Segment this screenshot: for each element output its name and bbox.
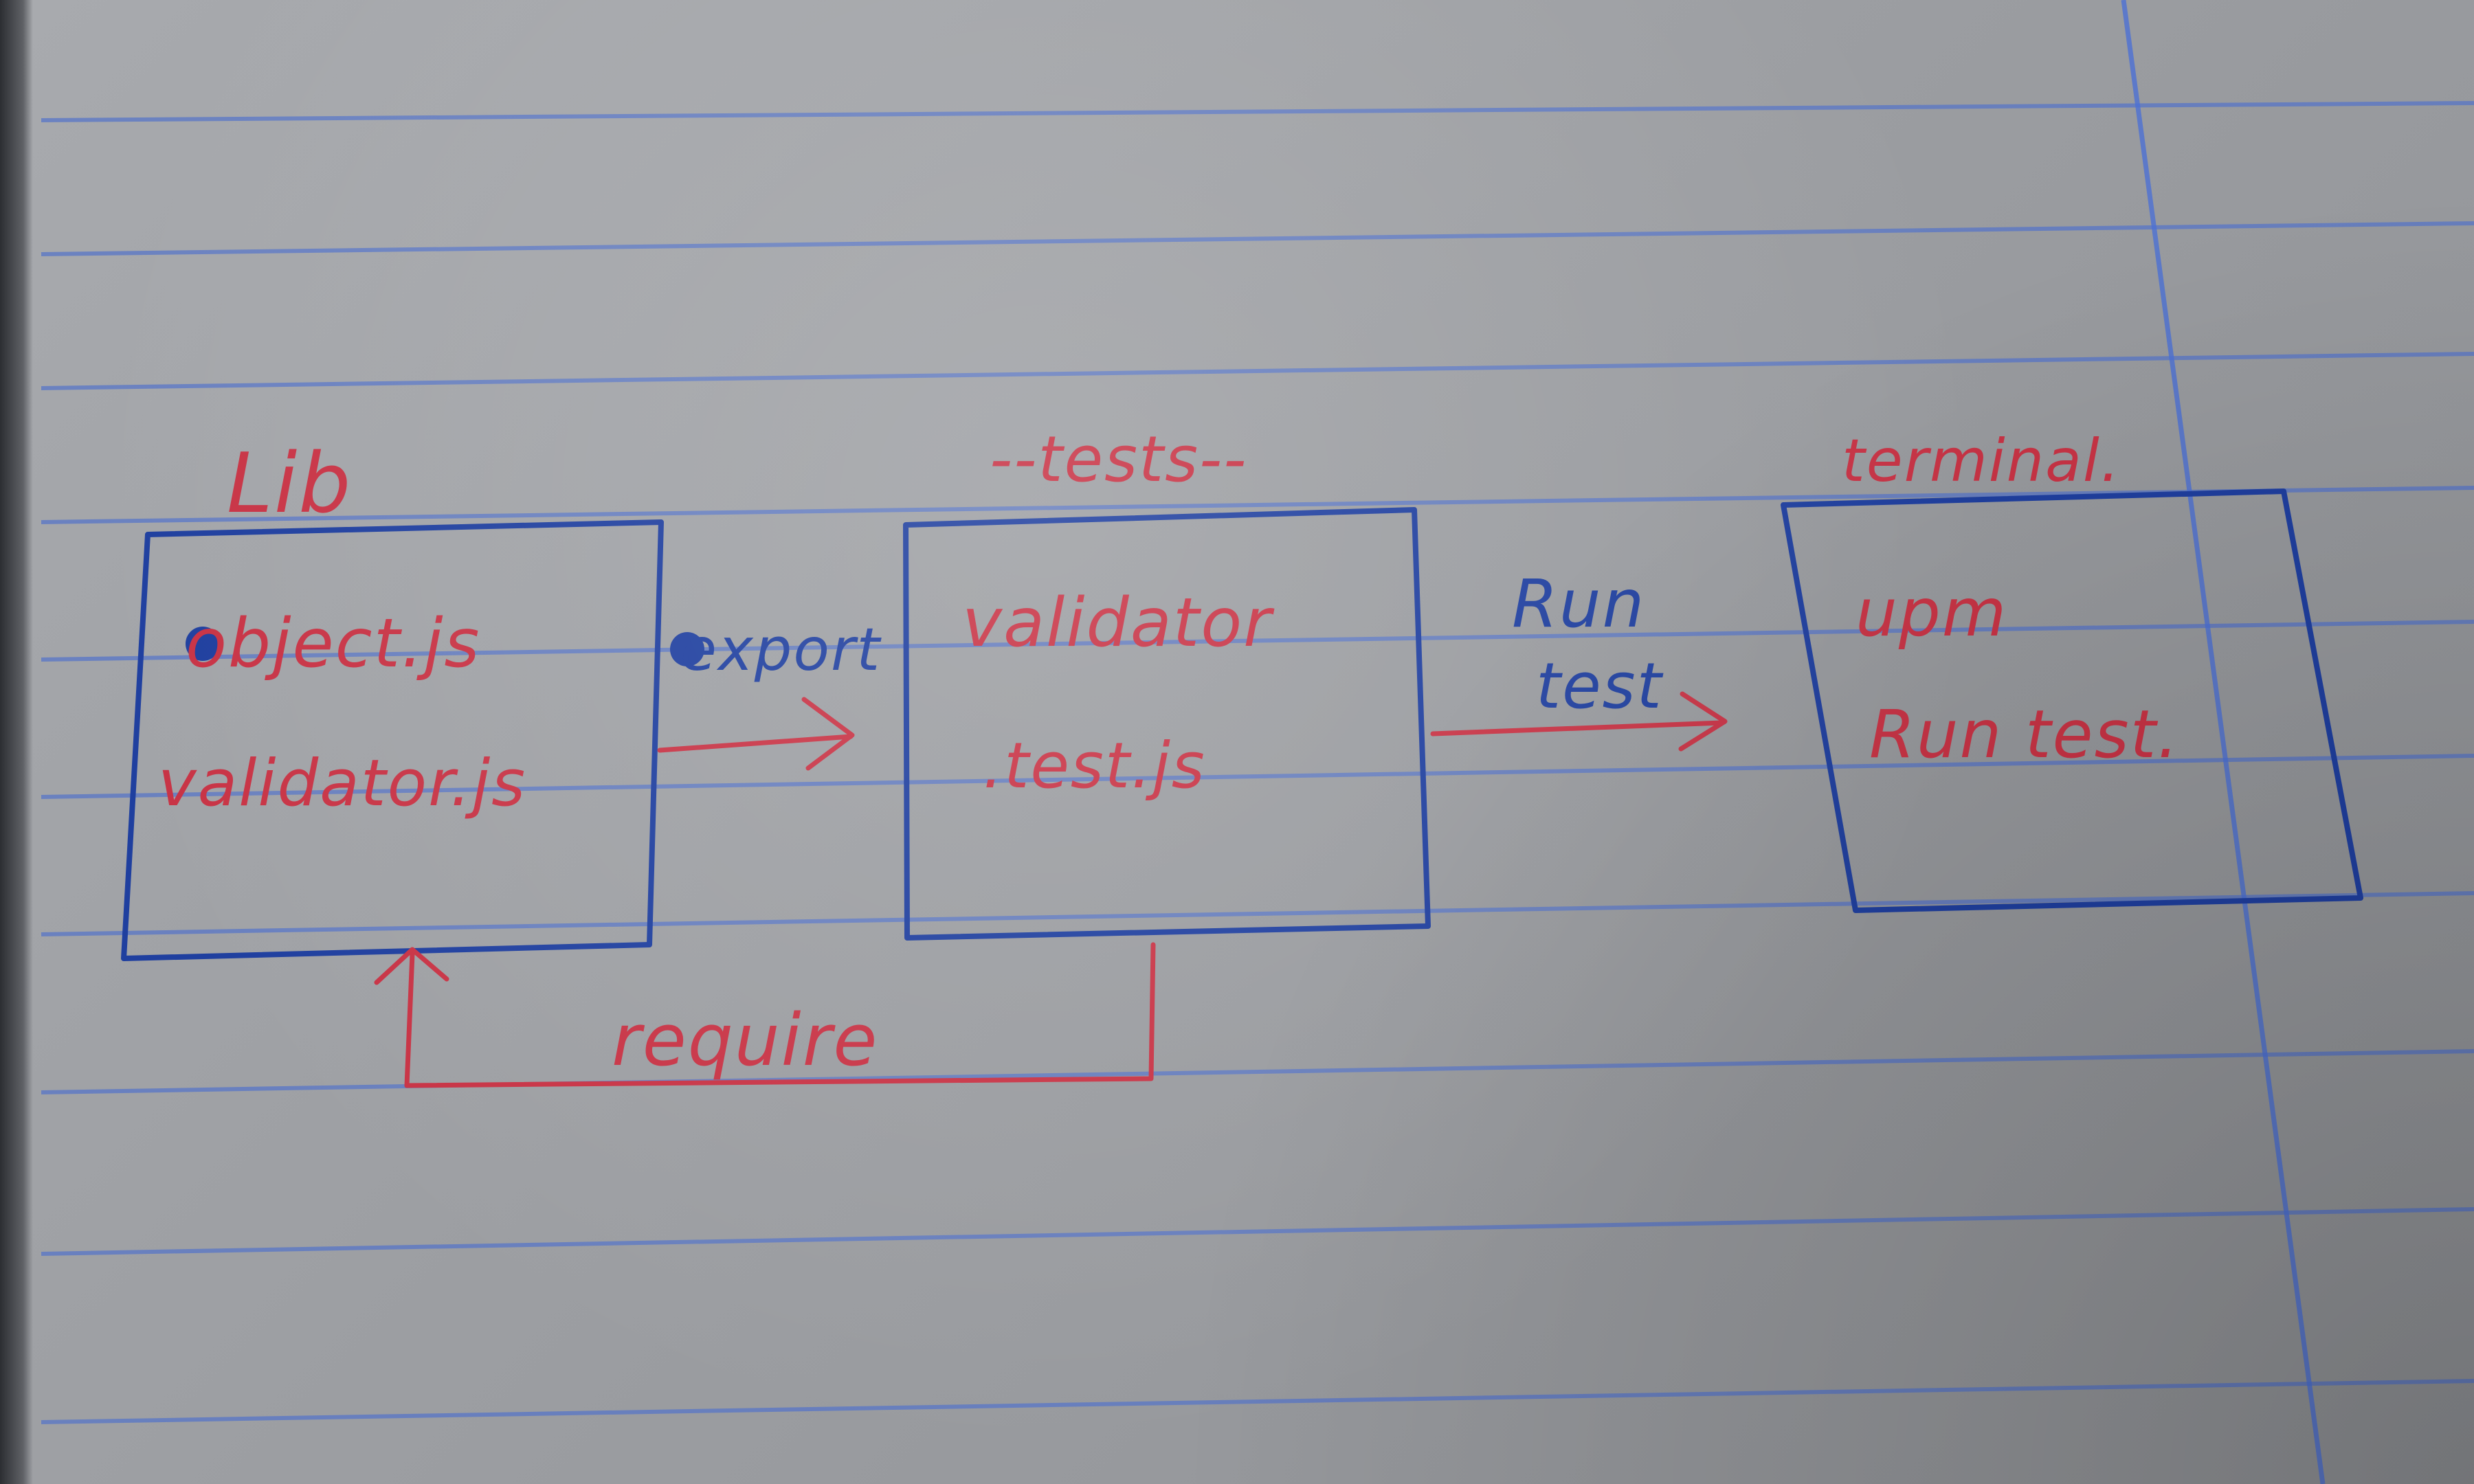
lib-section: Lib object.js validator.js <box>121 436 664 961</box>
terminal-section: terminal. upm Run test. <box>1781 427 2363 913</box>
run-test-arrow-shaft <box>1430 720 1724 737</box>
paper-left-edge <box>0 0 33 1484</box>
terminal-box <box>1781 488 2363 913</box>
lib-object-file: object.js <box>186 605 480 683</box>
require-connector <box>404 942 1156 1088</box>
test-label: test <box>1536 649 1664 723</box>
export-arrow-head <box>801 697 855 771</box>
tests-section: --tests-- validator .test.js <box>903 423 1431 941</box>
terminal-run-test-label: Run test. <box>1869 696 2180 773</box>
require-left-arrow-shaft <box>404 951 415 1088</box>
export-flow: export <box>657 616 882 771</box>
export-label: export <box>680 616 882 684</box>
run-test-flow: Run test <box>1430 565 1728 752</box>
lib-title: Lib <box>227 436 352 532</box>
ink-dot-object <box>186 627 220 661</box>
tests-validator-label: validator <box>962 584 1275 662</box>
ruled-line-2 <box>41 221 2474 256</box>
terminal-upm-label: upm <box>1855 574 2007 651</box>
ruled-line-3 <box>41 352 2474 390</box>
lib-box <box>121 519 664 961</box>
ruled-line-5 <box>41 620 2474 662</box>
tests-title: --tests-- <box>990 423 1247 496</box>
tests-file-label: .test.js <box>983 729 1206 802</box>
ruled-line-4 <box>41 486 2474 524</box>
ruled-line-10 <box>41 1379 2474 1424</box>
tests-box <box>903 507 1431 941</box>
require-flow: require <box>374 942 1156 1088</box>
ruled-line-7 <box>41 891 2474 936</box>
ink-dot-export <box>670 632 704 666</box>
lib-validator-file: validator.js <box>158 746 526 821</box>
require-left-arrow-head <box>374 947 449 985</box>
ruled-line-6 <box>41 754 2474 799</box>
ruled-line-1 <box>41 101 2474 122</box>
export-arrow-shaft <box>657 734 854 753</box>
terminal-title: terminal. <box>1842 427 2121 495</box>
ruled-line-9 <box>41 1207 2474 1256</box>
require-label: require <box>612 998 878 1082</box>
run-label: Run <box>1512 565 1645 642</box>
run-test-arrow-head <box>1678 691 1728 752</box>
notebook-margin-line <box>2121 0 2326 1484</box>
